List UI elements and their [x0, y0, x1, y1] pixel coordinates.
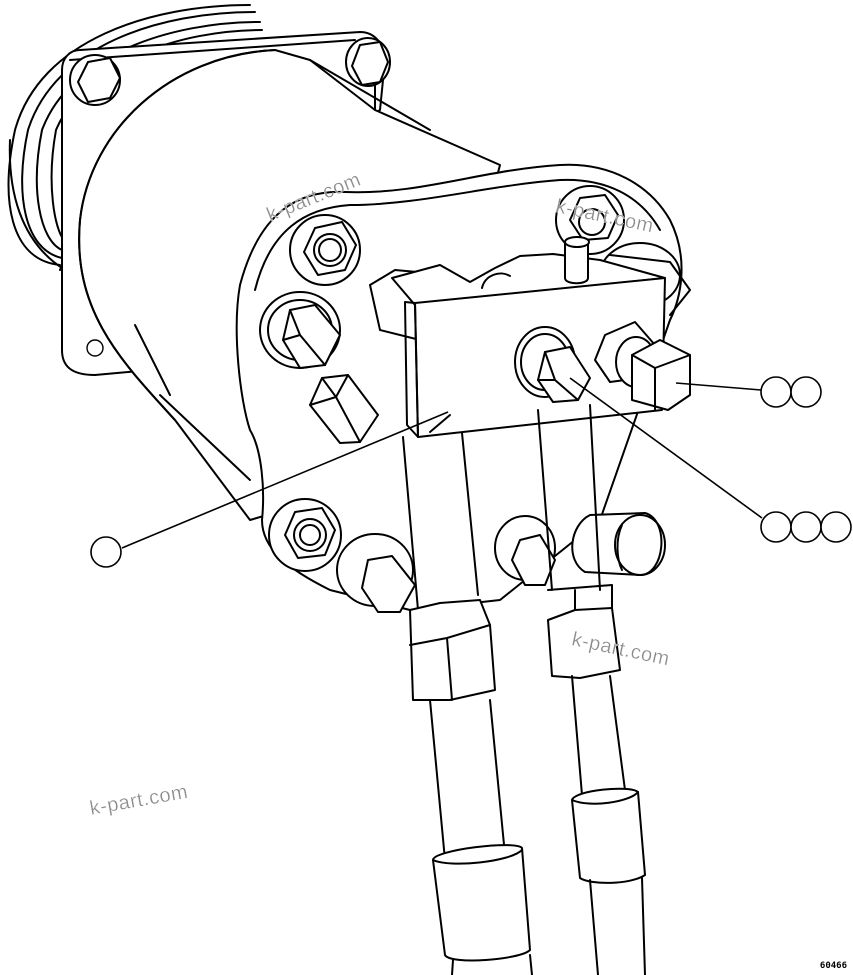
service-port-bottom	[336, 533, 416, 613]
callout-bubble[interactable]	[760, 376, 792, 408]
callout-1[interactable]	[90, 411, 449, 568]
service-port-left	[259, 291, 341, 369]
callout-3[interactable]	[569, 377, 852, 543]
flange-bolt-left	[69, 54, 121, 106]
hose-right	[537, 404, 646, 975]
head-bolt-top-left	[289, 214, 361, 286]
drawing-code: 60466	[819, 961, 847, 971]
head-bolt-bottom-left	[268, 498, 342, 572]
callout-bubble[interactable]	[820, 511, 852, 543]
callout-2[interactable]	[675, 376, 822, 408]
hose-left	[402, 432, 533, 975]
callout-bubble[interactable]	[90, 536, 122, 568]
hex-plug	[309, 374, 379, 444]
hose-fitting-right-nut[interactable]	[594, 321, 691, 411]
callout-bubble[interactable]	[790, 376, 822, 408]
block-pin	[564, 236, 590, 285]
callout-bubble[interactable]	[790, 511, 822, 543]
callout-bubble[interactable]	[760, 511, 792, 543]
port-cap	[571, 512, 666, 576]
flange-bolt-right	[345, 37, 391, 87]
hose-fitting-center[interactable]	[514, 326, 591, 403]
service-port-center-bottom	[494, 515, 556, 586]
